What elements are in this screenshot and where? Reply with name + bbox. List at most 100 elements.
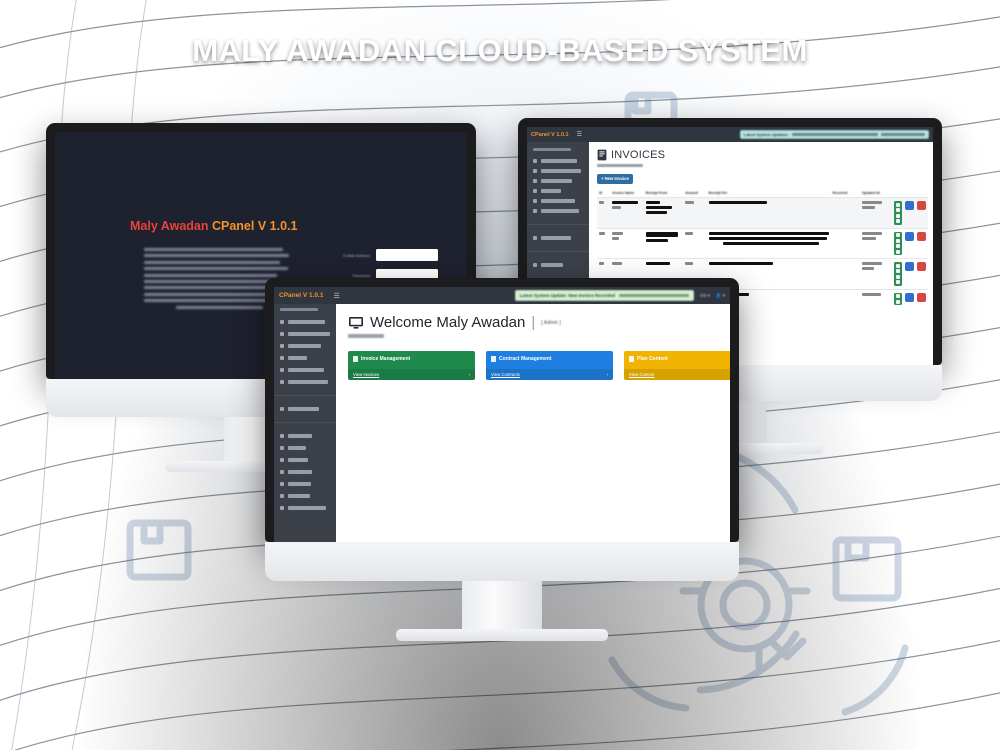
edit-action-button[interactable] — [904, 292, 914, 302]
cell-receipt-from — [643, 227, 684, 259]
dashboard-content: Welcome Maly Awadan | [ Admin ] Invoice … — [336, 304, 730, 542]
sidebar-item-colors[interactable] — [274, 454, 336, 466]
cell-updated-at — [859, 227, 892, 259]
dashboard-sidebar — [274, 304, 336, 542]
card-invoice-management[interactable]: Invoice Management View Invoices › — [348, 351, 475, 380]
sidebar-item-unit-size[interactable] — [274, 466, 336, 478]
breadcrumb — [597, 164, 643, 167]
sidebar-item-floors[interactable] — [274, 442, 336, 454]
login-description-text — [144, 248, 289, 312]
card-title: Invoice Management — [361, 356, 411, 362]
language-selector[interactable]: EN ▾ — [700, 292, 710, 298]
delete-action-button[interactable] — [916, 262, 926, 271]
sidebar-item-manage-contracts[interactable] — [274, 328, 336, 340]
card-footer[interactable]: View Invoices › — [348, 369, 475, 380]
card-link[interactable]: View Contracts — [491, 371, 520, 377]
invoices-body: INVOICES + New Invoice ID Invoice Name R… — [527, 142, 933, 365]
delete-action-button[interactable] — [916, 292, 926, 302]
delete-action-button[interactable] — [916, 201, 926, 210]
table-row[interactable] — [597, 227, 928, 259]
sidebar-item-view-templates[interactable] — [527, 206, 589, 216]
sidebar-item-unit-type[interactable] — [274, 430, 336, 442]
plan-icon — [629, 356, 634, 362]
cell-updated-at — [859, 258, 892, 289]
login-password-label: Password — [352, 272, 370, 278]
monitor-login: Maly Awadan CPanel V 1.0.1 E-Mail Addres… — [46, 123, 476, 472]
cell-receipt-for — [706, 227, 831, 259]
hamburger-icon[interactable]: ☰ — [576, 132, 582, 138]
invoices-content: INVOICES + New Invoice ID Invoice Name R… — [589, 142, 933, 365]
delete-action-button[interactable] — [916, 231, 926, 241]
sidebar-item-manage-invoices[interactable] — [527, 156, 589, 166]
row-action-stack[interactable] — [893, 231, 902, 255]
login-brand-primary: Maly Awadan — [130, 219, 209, 233]
cell-id — [597, 197, 611, 228]
sidebar-item-my-account[interactable] — [274, 403, 336, 415]
sidebar-item-policy[interactable] — [527, 186, 589, 196]
row-action-stack[interactable] — [893, 292, 902, 305]
card-link[interactable]: View Content — [629, 371, 655, 377]
sidebar-item-view-templates[interactable] — [274, 376, 336, 388]
monitor-dashboard: CPanel V 1.0.1 ☰ Latest System Update: N… — [265, 278, 739, 641]
cell-received — [830, 227, 860, 259]
cell-receipt-from — [643, 197, 684, 228]
cell-updated-at — [859, 197, 892, 228]
brand-label[interactable]: CPanel V 1.0.1 — [531, 131, 569, 138]
sidebar-item-manage-plans[interactable] — [527, 176, 589, 186]
sidebar-item-manage-users[interactable] — [274, 364, 336, 376]
cell-actions — [891, 227, 928, 259]
welcome-heading: Welcome Maly Awadan | [ Admin ] — [348, 314, 730, 331]
card-footer[interactable]: View Content › — [624, 369, 730, 380]
sidebar-item-manage-plans[interactable] — [274, 340, 336, 352]
col-updated-at: Updated At — [861, 191, 880, 195]
card-plan-content[interactable]: Plan Content View Content › — [624, 351, 730, 380]
cell-updated-at — [859, 288, 892, 308]
col-invoice-name: Invoice Name — [612, 191, 635, 195]
cell-received — [830, 288, 860, 308]
sidebar-item-manage-users[interactable] — [527, 196, 589, 206]
page-title-text: INVOICES — [611, 149, 666, 161]
edit-action-button[interactable] — [904, 231, 914, 241]
edit-action-button[interactable] — [904, 201, 914, 210]
new-invoice-button[interactable]: + New Invoice — [597, 173, 633, 184]
cell-actions — [891, 258, 928, 289]
user-menu[interactable]: 👤 ▾ — [715, 292, 725, 298]
invoices-table: ID Invoice Name Receipt From Amount Rece… — [597, 191, 928, 308]
col-amount: Amount — [685, 191, 698, 195]
monitor-foot — [165, 461, 357, 472]
welcome-separator: | — [531, 314, 536, 331]
row-action-stack[interactable] — [893, 262, 902, 286]
invoices-topbar: CPanel V 1.0.1 ☰ Latest System Updates: — [527, 127, 933, 142]
edit-action-button[interactable] — [904, 262, 914, 271]
monitor-foot — [396, 629, 608, 641]
sidebar-item-logout[interactable] — [527, 260, 589, 270]
cell-id — [597, 227, 611, 259]
table-row[interactable] — [597, 197, 928, 228]
welcome-subtitle — [348, 334, 384, 338]
login-email-input[interactable] — [376, 249, 438, 261]
sidebar-item-projects[interactable] — [274, 478, 336, 490]
row-action-stack[interactable] — [893, 201, 902, 225]
card-contract-management[interactable]: Contract Management View Contracts › — [486, 351, 613, 380]
monitor-neck — [462, 581, 542, 629]
card-footer[interactable]: View Contracts › — [486, 369, 613, 380]
dashboard-cards: Invoice Management View Invoices › Contr… — [348, 351, 730, 380]
sidebar-item-general[interactable] — [274, 490, 336, 502]
invoice-icon — [353, 356, 358, 362]
col-receipt-for: Receipt For — [708, 191, 728, 195]
chevron-right-icon: › — [606, 371, 608, 377]
monitor-bezel: CPanel V 1.0.1 ☰ Latest System Update: N… — [265, 278, 739, 542]
brand-label[interactable]: CPanel V 1.0.1 — [279, 292, 324, 299]
sidebar-item-my-account[interactable] — [527, 233, 589, 243]
card-link[interactable]: View Invoices — [353, 371, 380, 377]
page-heading: INVOICES — [597, 149, 928, 161]
chevron-right-icon: › — [468, 371, 470, 377]
sidebar-item-manage-contracts[interactable] — [527, 166, 589, 176]
hamburger-icon[interactable]: ☰ — [333, 292, 340, 300]
dashboard-topbar: CPanel V 1.0.1 ☰ Latest System Update: N… — [274, 287, 730, 304]
sidebar-heading — [533, 148, 571, 151]
sidebar-item-policy[interactable] — [274, 352, 336, 364]
sidebar-item-manage-invoices[interactable] — [274, 316, 336, 328]
col-receipt-from: Receipt From — [645, 191, 668, 195]
sidebar-item-export-reports[interactable] — [274, 502, 336, 514]
